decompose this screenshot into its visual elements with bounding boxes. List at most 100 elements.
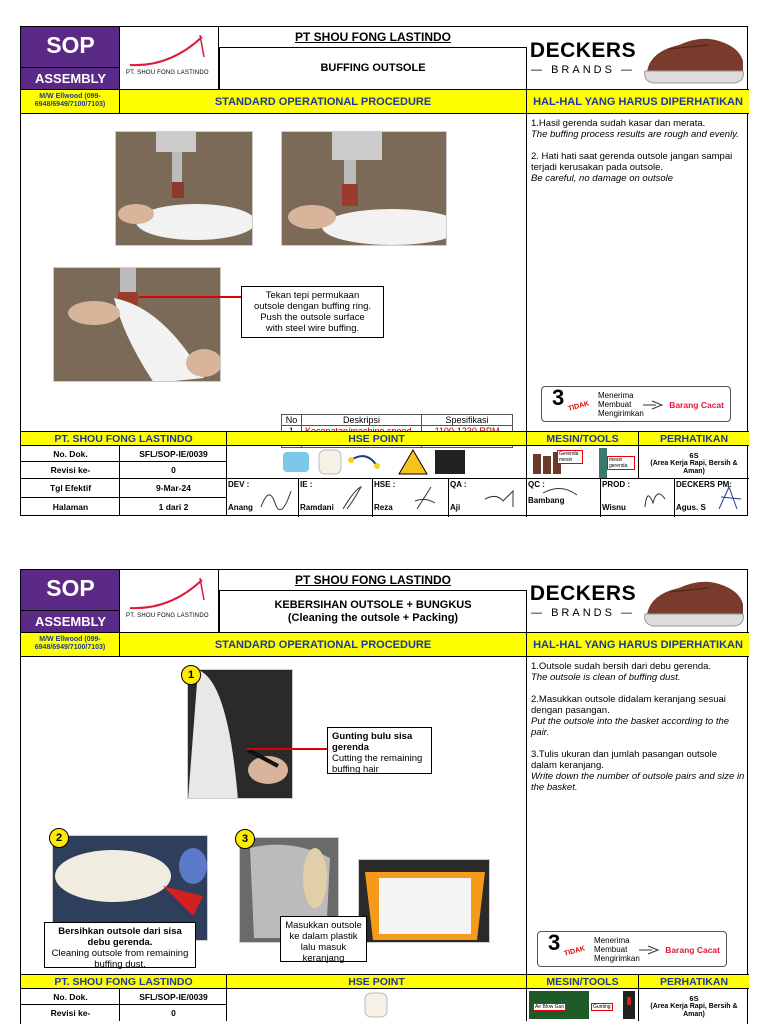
spec-header-no: No: [281, 414, 302, 426]
spec-table-header: No Deskripsi Spesifikasi: [281, 414, 513, 426]
sig-qc: QC : Bambang: [527, 479, 601, 517]
procedure-content: Tekan tepi permukaan outsole dengan buff…: [21, 113, 527, 448]
footer-company: PT. SHOU FONG LASTINDO: [21, 431, 227, 445]
hse-icons: [227, 445, 527, 478]
company-logo: PT. SHOU FONG LASTINDO: [120, 570, 219, 632]
callout-bold: Gunting bulu sisa gerenda: [332, 731, 413, 753]
rev-label: Revisi ke-: [50, 465, 91, 475]
sop-bar: STANDARD OPERATIONAL PROCEDURE: [120, 89, 527, 113]
shoe-icon: [644, 38, 744, 84]
callout-line2: outsole dengan buffing ring.: [253, 301, 372, 312]
page-value: 1 dari 2: [158, 502, 189, 512]
doc-label-cell: No. Dok.: [21, 445, 120, 461]
model-code: M/W Ellwood (099-6948/6949/7100/7103): [21, 632, 120, 656]
sop-badge: SOP ASSEMBLY: [21, 27, 120, 89]
callout-arrow: [247, 748, 327, 750]
shoe-image: [639, 570, 749, 632]
tool-label-2: Gunting: [591, 1003, 613, 1011]
spec-header-spec: Spesifikasi: [421, 414, 513, 426]
company-name: PT SHOU FONG LASTINDO: [295, 573, 451, 587]
step-badge-2: 2: [49, 828, 69, 848]
logo-text: PT. SHOU FONG LASTINDO: [126, 613, 209, 619]
sig-role: QC :: [528, 480, 545, 489]
buffing-photo-3: [53, 267, 221, 382]
sig-hse: HSE : Reza: [373, 479, 449, 517]
notes-panel: 1.Outsole sudah bersih dari debu gerenda…: [527, 656, 749, 974]
packing-callout: Masukkan outsole ke dalam plastik lalu m…: [280, 916, 367, 964]
buffing-photo-1: [115, 131, 253, 246]
note-1: 1.Outsole sudah bersih dari debu gerenda…: [531, 661, 712, 683]
page-label: Halaman: [52, 502, 89, 512]
rev-label-cell: Revisi ke-: [21, 461, 120, 478]
note-3: 3.Tulis ukuran dan jumlah pasangan outso…: [531, 749, 745, 793]
brand-name: DECKERS: [529, 39, 637, 62]
note-1: 1.Hasil gerenda sudah kasar dan merata.T…: [531, 118, 739, 140]
doc-value-cell: SFL/SOP-IE/0039: [120, 988, 227, 1004]
gloves-icon: [364, 992, 388, 1018]
signature-row: DEV : Anang IE : Ramdani HSE : Reza QA :…: [227, 478, 749, 517]
cleaning-callout: Bersihkan outsole dari sisa debu gerenda…: [44, 922, 196, 970]
swoosh-logo-icon: [129, 34, 205, 67]
rev-label-cell: Revisi ke-: [21, 1004, 120, 1021]
process-title: BUFFING OUTSOLE: [219, 47, 527, 89]
buffing-callout: Tekan tepi permukaan outsole dengan buff…: [241, 286, 384, 338]
eff-value-cell: 9-Mar-24: [120, 478, 227, 497]
procedure-content: 1 Gunting bulu sisa gerenda Cutting the …: [21, 656, 527, 974]
callout-normal: Cutting the remaining buffing hair: [332, 753, 423, 775]
sig-name: Bambang: [528, 496, 565, 505]
sig-name: Agus. S: [676, 503, 706, 512]
signature-icon: [342, 486, 363, 510]
rev-label: Revisi ke-: [50, 1008, 91, 1018]
doc-label-cell: No. Dok.: [21, 988, 120, 1004]
brand-sub: — BRANDS —: [531, 607, 635, 619]
model-code: M/W Ellwood (099-6948/6949/7100/7103): [21, 89, 120, 113]
sop-sheet-1: SOP ASSEMBLY PT. SHOU FONG LASTINDO PT S…: [20, 26, 749, 517]
mask-icon: [283, 452, 309, 472]
sig-name: Aji: [450, 503, 461, 512]
sig-role: DEV :: [228, 480, 250, 489]
doc-label: No. Dok.: [53, 992, 88, 1002]
sop-title: SOP: [46, 32, 95, 58]
signature-icon: [414, 486, 436, 510]
three-no-defect-badge: 3 TIDAK Menerima Membuat Mengirimkan Bar…: [541, 386, 731, 422]
plastic-bag-icon: [240, 838, 338, 942]
outsole-scissors-icon: [188, 670, 292, 798]
callout-line3: lalu masuk: [300, 942, 347, 953]
eff-label: Tgl Efektif: [49, 483, 92, 493]
sig-name: Reza: [374, 503, 393, 512]
process-title: KEBERSIHAN OUTSOLE + BUNGKUS (Cleaning t…: [219, 590, 527, 632]
sig-dev: DEV : Anang: [227, 479, 299, 517]
notes-header: HAL-HAL YANG HARUS DIPERHATIKAN: [527, 89, 749, 113]
step-badge-1: 1: [181, 665, 201, 685]
process-title-line1: KEBERSIHAN OUTSOLE + BUNGKUS: [274, 598, 472, 611]
notes-header: HAL-HAL YANG HARUS DIPERHATIKAN: [527, 632, 749, 656]
sop-sheet-2: SOP ASSEMBLY PT. SHOU FONG LASTINDO PT S…: [20, 569, 749, 1024]
rev-value: 0: [171, 465, 176, 475]
eff-value: 9-Mar-24: [156, 483, 191, 493]
signature-icon: [260, 490, 292, 511]
footer-tools: MESIN/TOOLS: [527, 431, 639, 445]
signature-icon: [484, 489, 514, 507]
sig-qa: QA : Aji: [449, 479, 527, 517]
page-label-cell: Halaman: [21, 497, 120, 516]
ppe-icons: [364, 992, 388, 1018]
three-num: 3: [548, 930, 561, 955]
pointing-hand-icon: [639, 945, 660, 955]
hse-icons: [227, 988, 527, 1021]
process-title-line2: (Cleaning the outsole + Packing): [287, 611, 459, 624]
shoe-image: [639, 27, 749, 89]
three-tidak: TIDAK: [563, 945, 586, 958]
basket-photo: [358, 859, 490, 943]
callout-line3: Push the outsole surface: [260, 312, 365, 323]
perhatikan-cell: 6S (Area Kerja Rapi, Bersih & Aman): [639, 988, 749, 1021]
6s-title: 6S: [689, 451, 699, 460]
sig-ie: IE : Ramdani: [299, 479, 373, 517]
goggles-icon: [435, 450, 465, 474]
doc-value-cell: SFL/SOP-IE/0039: [120, 445, 227, 461]
cutting-photo: [187, 669, 293, 799]
sig-name: Ramdani: [300, 503, 334, 512]
callout-line4: keranjang: [302, 953, 345, 964]
tool-label-2: mesin gerenda: [607, 456, 635, 470]
brand-logo: DECKERS — BRANDS —: [527, 570, 639, 632]
sig-role: PROD :: [602, 480, 630, 489]
